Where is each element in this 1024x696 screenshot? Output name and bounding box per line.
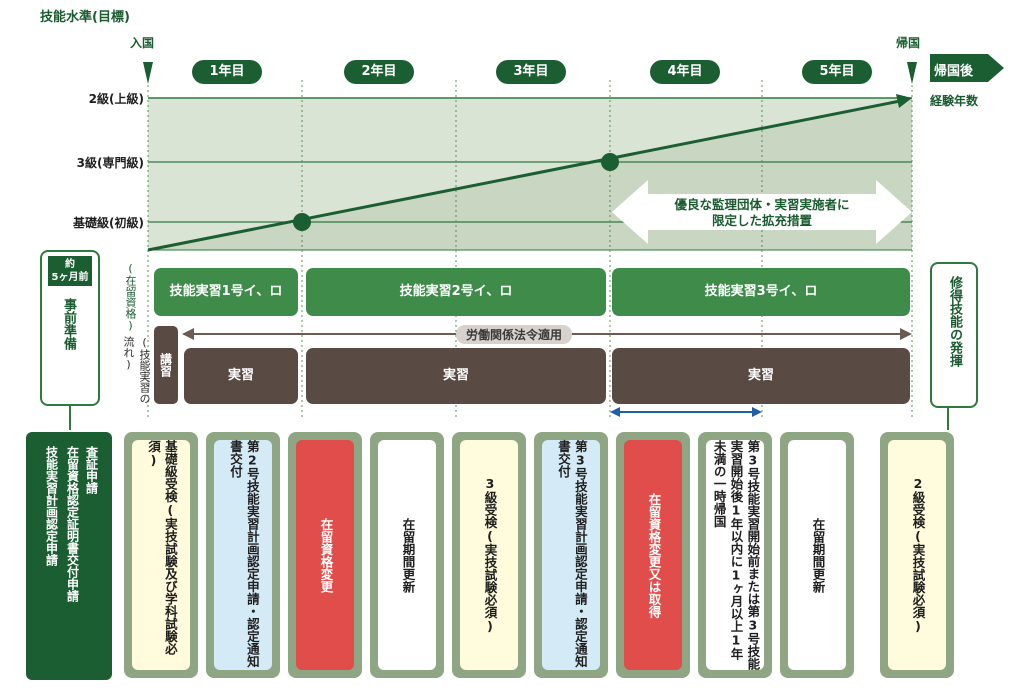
labor-law-right-arrow-icon <box>900 328 912 340</box>
prep-item-visa: 査証申請 <box>84 446 99 494</box>
procedure-card-text: 第2号技能実習計画認定申請・認定通知書交付 <box>214 440 272 670</box>
entry-marker-icon <box>143 62 153 84</box>
level-basic: 基礎級(初級) <box>73 216 144 230</box>
expansion-line2: 限定した拡充措置 <box>711 213 812 228</box>
expansion-label: 優良な監理団体・実習実施者に 限定した拡充措置 <box>648 197 876 229</box>
procedure-card: 第3号技能実習開始前または第3号技能実習開始後1年以内に1ヶ月以上1年未満の一時… <box>698 432 772 678</box>
temp-return-right-arrow-icon <box>752 407 762 417</box>
procedure-card-text: 在留期間更新 <box>788 440 846 670</box>
mastery-label: 修得技能の発揮 <box>947 276 962 367</box>
procedure-card: 在留資格変更又は取得 <box>616 432 690 678</box>
return-marker-icon <box>907 62 917 84</box>
prep-badge: 約 5ヶ月前 <box>48 256 92 286</box>
procedure-card: 在留資格変更 <box>288 432 362 678</box>
lecture-block: 講習 <box>154 326 178 404</box>
stage-1: 技能実習1号イ、ロ <box>154 268 298 316</box>
procedure-card: 3級受検(実技試験必須) <box>452 432 526 678</box>
procedure-card-text: 2級受検(実技試験必須) <box>888 440 946 670</box>
procedure-card-text: 在留資格変更 <box>296 440 354 670</box>
labor-law-left-arrow-icon <box>182 328 194 340</box>
after-return-arrow-icon <box>930 54 1004 82</box>
prep-item-plan: 技能実習計画認定申請 <box>44 446 59 566</box>
flow-label: (技能実習の流れ) <box>122 336 151 404</box>
procedure-card-text: 3級受検(実技試験必須) <box>460 440 518 670</box>
expansion-line1: 優良な監理団体・実習実施者に <box>674 197 850 212</box>
prep-badge-top: 約 <box>65 259 75 270</box>
year-pill-2: 2年目 <box>344 60 414 84</box>
procedure-card: 第3号技能実習計画認定申請・認定通知書交付 <box>534 432 608 678</box>
prep-checklist: 査証申請 在留資格認定証明書交付申請 技能実習計画認定申請 <box>26 432 112 680</box>
prep-badge-bottom: 5ヶ月前 <box>51 272 89 283</box>
procedure-card: 在留期間更新 <box>780 432 854 678</box>
entry-label: 入国 <box>130 36 155 50</box>
level-specialist: 3級(専門級) <box>76 156 144 170</box>
procedure-card: 基礎級受検(実技試験及び学科試験必須) <box>124 432 198 678</box>
procedure-card: 第2号技能実習計画認定申請・認定通知書交付 <box>206 432 280 678</box>
prep-box: 約 5ヶ月前 事前準備 <box>40 250 100 406</box>
procedure-card-text: 在留資格変更又は取得 <box>624 440 682 670</box>
procedure-card-text: 在留期間更新 <box>378 440 436 670</box>
prep-title: 事前準備 <box>61 298 76 350</box>
year-pill-3: 3年目 <box>496 60 566 84</box>
year-pill-5: 5年目 <box>802 60 872 84</box>
procedure-card: 2級受検(実技試験必須) <box>880 432 954 678</box>
procedure-card: 在留期間更新 <box>370 432 444 678</box>
skill-line <box>147 99 901 252</box>
labor-law-label: 労働関係法令適用 <box>456 325 573 344</box>
level-upper: 2級(上級) <box>88 92 144 106</box>
prep-items-right: 査証申請 在留資格認定証明書交付申請 <box>65 446 101 680</box>
procedure-card-text: 第3号技能実習開始前または第3号技能実習開始後1年以内に1ヶ月以上1年未満の一時… <box>706 440 764 670</box>
practice-2: 実習 <box>306 348 606 404</box>
return-label: 帰国 <box>896 36 921 50</box>
stage-3: 技能実習3号イ、ロ <box>612 268 910 316</box>
axis-title: 技能水準(目標) <box>40 10 130 25</box>
milestone-basic <box>293 213 311 231</box>
skill-arrow-icon <box>896 94 912 108</box>
skill-chart <box>69 54 1004 430</box>
mastery-box: 修得技能の発揮 <box>930 262 978 408</box>
expansion-double-arrow-icon <box>612 180 912 244</box>
prep-item-coe: 在留資格認定証明書交付申請 <box>65 446 80 602</box>
practice-3: 実習 <box>612 348 910 404</box>
procedure-card-text: 第3号技能実習計画認定申請・認定通知書交付 <box>542 440 600 670</box>
after-return-label: 帰国後 <box>934 64 974 79</box>
year-pill-4: 4年目 <box>650 60 720 84</box>
practice-1: 実習 <box>184 348 298 404</box>
milestone-specialist <box>601 153 619 171</box>
year-pill-1: 1年目 <box>192 60 262 84</box>
experience-years-label: 経験年数 <box>930 94 979 108</box>
temp-return-left-arrow-icon <box>610 407 620 417</box>
status-label: (在留資格) <box>124 262 137 332</box>
procedure-card-text: 基礎級受検(実技試験及び学科試験必須) <box>132 440 190 670</box>
stage-2: 技能実習2号イ、ロ <box>306 268 606 316</box>
